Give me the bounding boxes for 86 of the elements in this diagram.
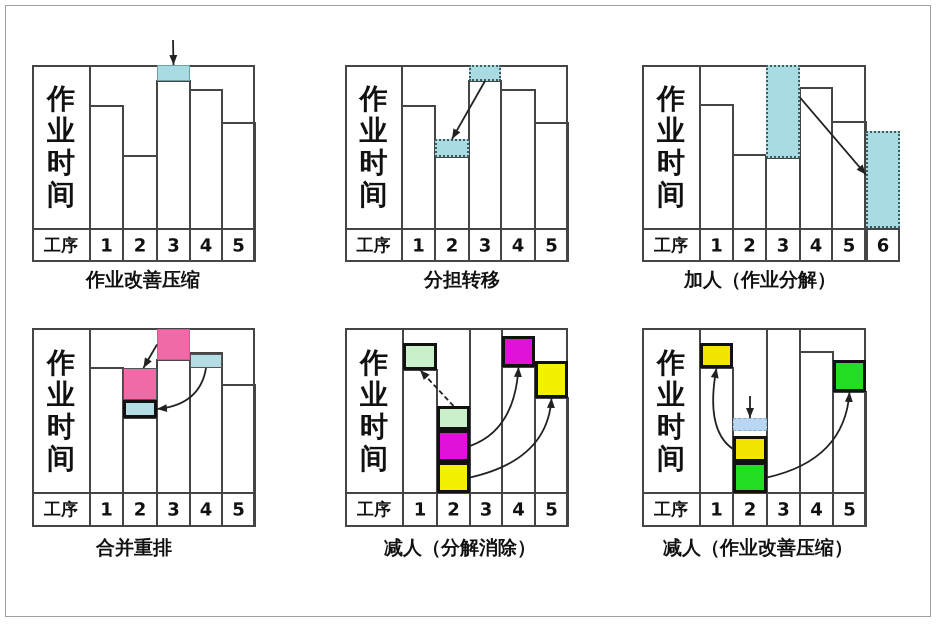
process-chart [32, 65, 255, 262]
axis-title: 作业时间 [359, 346, 389, 474]
process-number: 2 [446, 235, 458, 256]
process-number: 2 [447, 500, 460, 520]
arrow [142, 344, 158, 368]
arrow [710, 368, 734, 450]
work-block [435, 139, 469, 157]
work-block [733, 436, 767, 462]
process-number: 4 [512, 500, 525, 520]
process-number: 3 [776, 235, 790, 256]
arrow [156, 368, 207, 412]
arrow [470, 398, 554, 478]
process-number: 5 [843, 500, 856, 520]
process-number: 4 [512, 235, 524, 256]
chart-caption: 作业改善压缩 [86, 269, 200, 291]
process-number: 5 [842, 235, 856, 256]
process-number: 3 [478, 235, 492, 256]
process-number: 6 [876, 235, 890, 256]
arrow [766, 392, 852, 478]
work-block [733, 462, 767, 493]
process-number: 2 [744, 500, 756, 520]
arrow [419, 369, 454, 407]
row-header: 工序 [44, 500, 78, 520]
process-number: 3 [777, 500, 790, 520]
chart-caption: 加人（作业分解） [684, 269, 836, 291]
process-number: 5 [545, 235, 558, 256]
work-block [437, 430, 470, 462]
process-number: 4 [810, 235, 822, 256]
work-block [437, 462, 470, 493]
work-block [437, 406, 470, 430]
work-block [123, 368, 157, 400]
process-number: 2 [134, 235, 146, 256]
process-number: 5 [545, 500, 558, 520]
arrow [451, 80, 486, 140]
arrow [746, 396, 754, 418]
work-block [535, 361, 568, 398]
work-block [469, 65, 501, 81]
arrow [470, 366, 522, 447]
work-block [157, 65, 190, 81]
process-number: 5 [232, 500, 245, 520]
process-number: 4 [810, 500, 823, 520]
work-block [403, 343, 437, 370]
chart-caption: 合并重排 [96, 537, 172, 559]
chart-caption: 减人（作业改善压缩） [663, 537, 853, 559]
process-number: 5 [232, 235, 245, 256]
process-number: 1 [710, 235, 723, 256]
chart-caption: 减人（分解消除） [384, 537, 536, 559]
chart-caption: 分担转移 [424, 269, 500, 291]
work-block [833, 360, 866, 392]
process-number: 1 [100, 235, 113, 256]
row-header: 工序 [654, 236, 688, 256]
work-block [123, 400, 157, 418]
work-block [190, 354, 222, 368]
process-number: 1 [414, 500, 426, 520]
process-chart [32, 328, 255, 527]
work-block [733, 418, 767, 431]
process-number: 4 [200, 235, 212, 256]
process-number: 1 [710, 500, 723, 520]
process-number: 3 [167, 500, 180, 520]
axis-title: 作业时间 [656, 346, 686, 474]
row-header: 工序 [356, 236, 390, 256]
process-chart [345, 65, 568, 262]
process-chart [642, 328, 866, 527]
arrow [799, 96, 867, 176]
process-chart [345, 328, 568, 527]
work-block [766, 65, 800, 158]
process-number: 1 [412, 235, 425, 256]
row-header: 工序 [357, 500, 391, 520]
work-block [700, 343, 733, 368]
axis-title: 作业时间 [46, 83, 76, 211]
axis-title: 作业时间 [656, 83, 686, 211]
process-number: 3 [167, 235, 180, 256]
process-number: 2 [743, 235, 756, 256]
work-block [157, 329, 190, 360]
process-number: 2 [134, 500, 146, 520]
row-header: 工序 [654, 500, 688, 520]
process-chart [642, 65, 900, 262]
work-block [502, 336, 535, 367]
process-number: 3 [480, 500, 492, 520]
process-number: 4 [200, 500, 212, 520]
row-header: 工序 [44, 236, 78, 256]
process-number: 1 [100, 500, 113, 520]
arrow [169, 40, 178, 66]
work-block [866, 131, 900, 228]
axis-title: 作业时间 [46, 346, 76, 474]
axis-title: 作业时间 [358, 83, 388, 211]
